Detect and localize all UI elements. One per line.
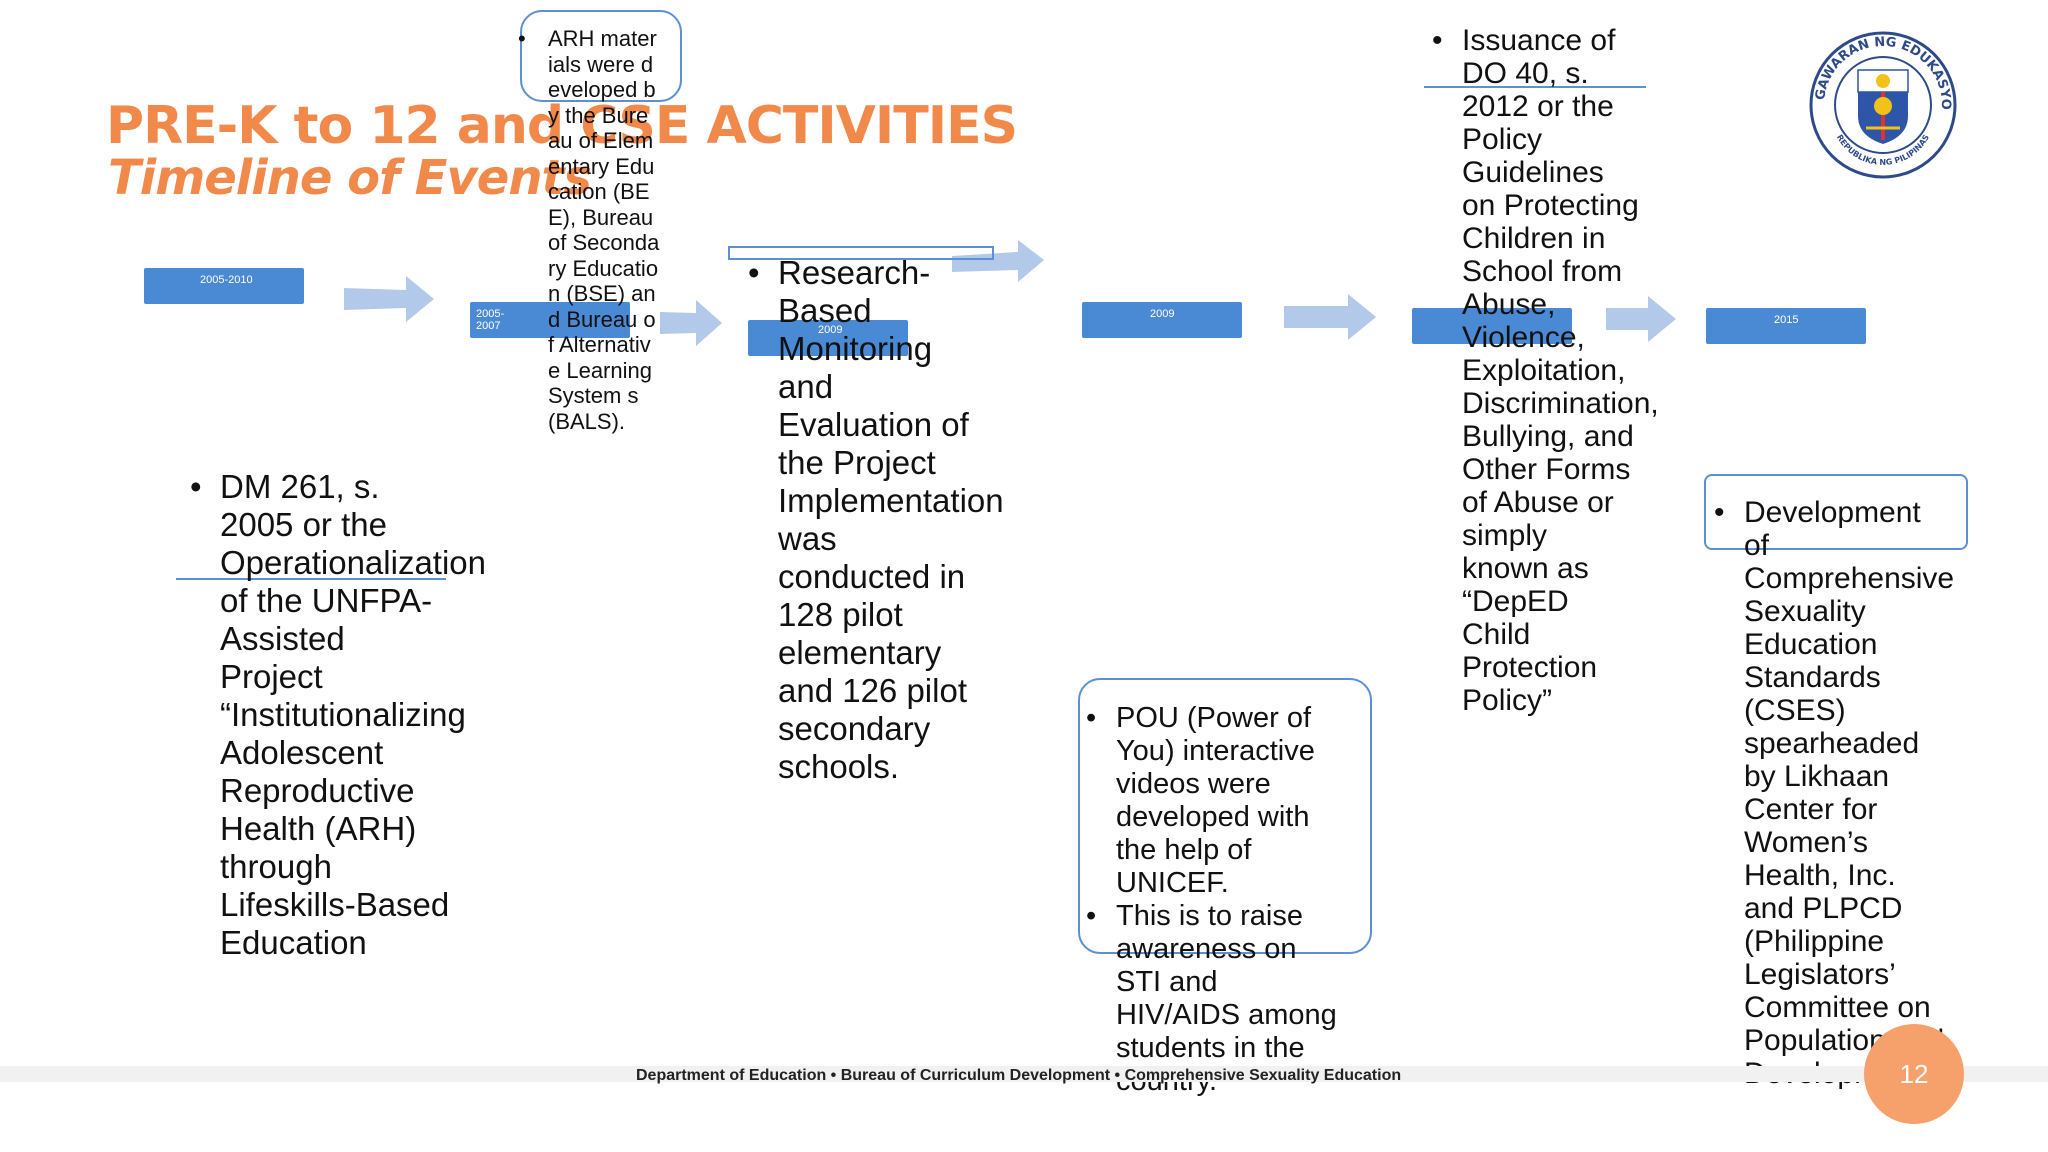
footer-text: Department of Education • Bureau of Curr… xyxy=(636,1067,1402,1084)
event-pou-text-2: This is to raise awareness on STI and HI… xyxy=(1086,900,1344,1098)
date-label-2005-2007: 2005-2007 xyxy=(476,308,505,332)
event-cses: Development of Comprehensive Sexuality E… xyxy=(1714,496,1954,1090)
date-box-2015: 2015 xyxy=(1706,308,1866,344)
event-research: Research-Based Monitoring and Evaluation… xyxy=(748,254,1004,786)
date-box-2009-pou: 2009 xyxy=(1082,302,1242,338)
deped-seal-logo: KAGAWARAN NG EDUKASYON REPUBLIKA NG PILI… xyxy=(1806,28,1957,179)
event-do40-text: Issuance of DO 40, s. 2012 or the Policy… xyxy=(1432,24,1659,717)
timeline-arrow-2 xyxy=(660,300,722,346)
slide-subtitle: Timeline of Events xyxy=(108,150,592,206)
timeline-arrow-1 xyxy=(344,276,434,322)
footer-band xyxy=(0,1066,2048,1082)
event-arh: ARH materials were developed by the Bure… xyxy=(518,26,660,434)
timeline-arrow-4 xyxy=(1284,294,1376,340)
page-number-badge: 12 xyxy=(1864,1024,1964,1124)
event-dm261: DM 261, s. 2005 or the Operationalizatio… xyxy=(190,468,486,962)
page-number: 12 xyxy=(1899,1058,1929,1089)
event-arh-text: ARH materials were developed by the Bure… xyxy=(518,26,660,434)
event-research-text: Research-Based Monitoring and Evaluation… xyxy=(748,254,1004,786)
event-dm261-text: DM 261, s. 2005 or the Operationalizatio… xyxy=(190,468,486,962)
date-box-2005-2010: 2005-2010 xyxy=(144,268,304,304)
event-do40: Issuance of DO 40, s. 2012 or the Policy… xyxy=(1432,24,1659,717)
timeline-arrow-3 xyxy=(952,240,1044,282)
event-pou: POU (Power of You) interactive videos we… xyxy=(1086,702,1344,1098)
event-cses-text: Development of Comprehensive Sexuality E… xyxy=(1714,496,1954,1090)
event-pou-text-1: POU (Power of You) interactive videos we… xyxy=(1086,702,1344,900)
